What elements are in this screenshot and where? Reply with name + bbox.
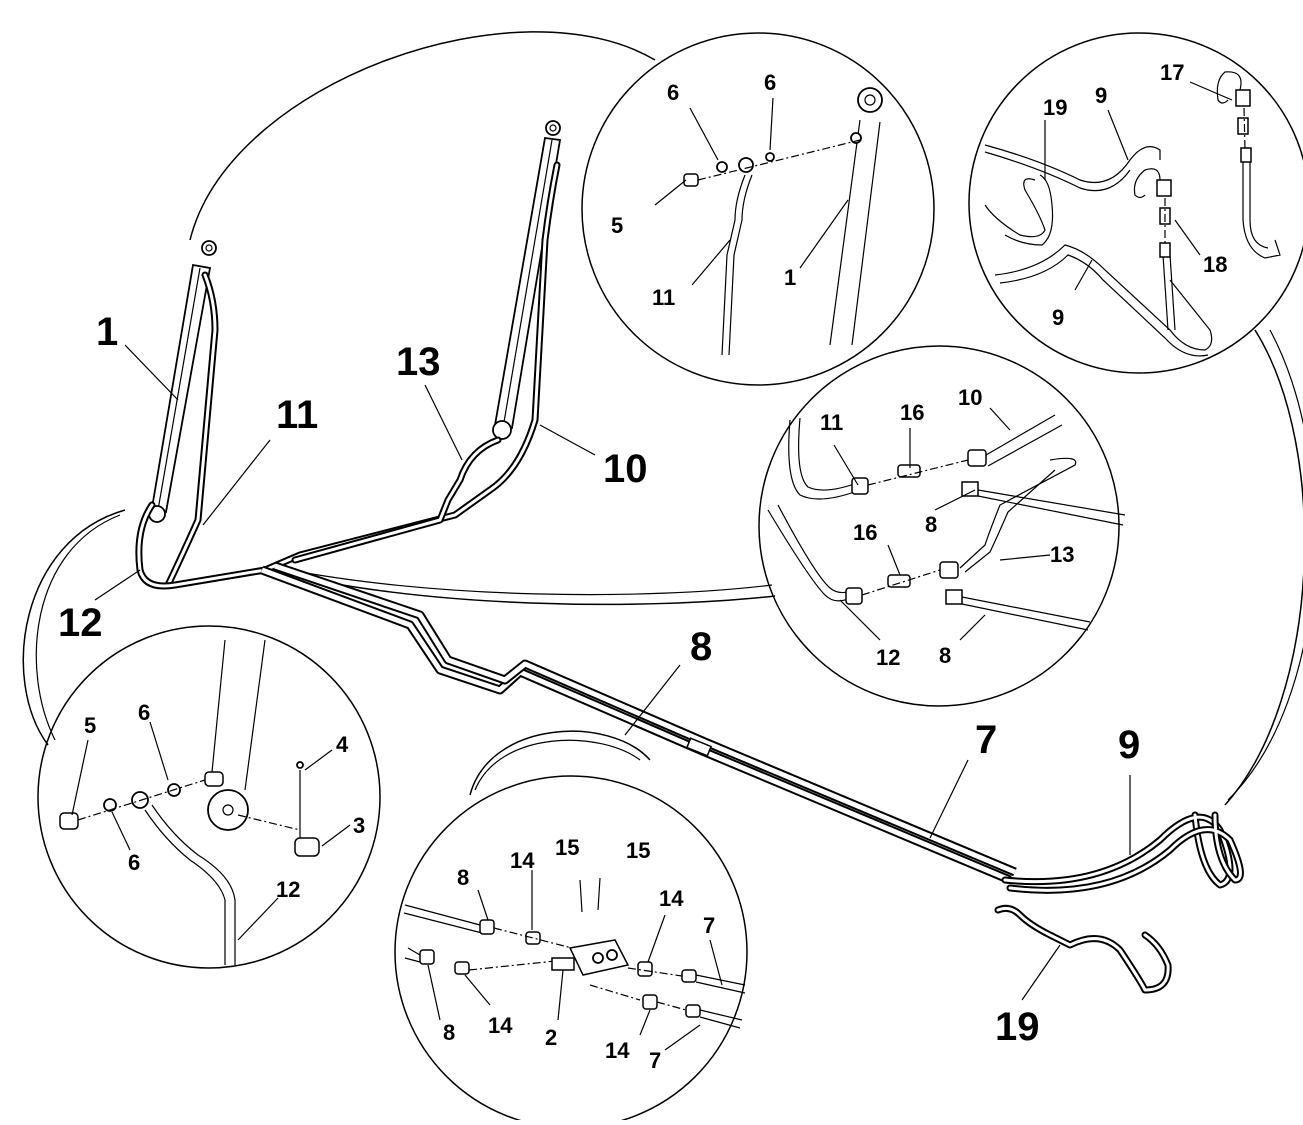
label-7: 7 <box>975 718 997 762</box>
detail-label-6b: 6 <box>764 70 776 95</box>
detail-label-6c: 6 <box>138 700 150 725</box>
detail-label-7b: 7 <box>649 1048 661 1073</box>
detail-label-1: 1 <box>784 265 796 290</box>
label-11: 11 <box>276 393 318 437</box>
detail-label-15b: 15 <box>626 838 650 863</box>
detail-label-16b: 16 <box>853 520 877 545</box>
detail-label-8c: 8 <box>457 865 469 890</box>
detail-label-13: 13 <box>1050 542 1074 567</box>
detail-mid-right-parts <box>767 407 1126 641</box>
label-19: 19 <box>995 1005 1040 1049</box>
detail-label-14a: 14 <box>510 848 535 873</box>
detail-label-12b: 12 <box>276 877 300 902</box>
label-12: 12 <box>58 601 103 645</box>
detail-label-14b: 14 <box>659 886 684 911</box>
detail-bottom-center-parts <box>403 870 746 1051</box>
label-1: 1 <box>96 310 118 354</box>
label-9: 9 <box>1118 723 1140 767</box>
detail-top-left-parts <box>654 87 883 356</box>
detail-circle-bottom-left <box>37 625 381 969</box>
callout-arc-right-inner <box>1227 329 1303 801</box>
detail-label-9b: 9 <box>1052 305 1064 330</box>
label-8: 8 <box>690 625 712 669</box>
main-assembly <box>135 120 1244 994</box>
detail-label-8b: 8 <box>939 643 951 668</box>
detail-circle-top-right <box>968 32 1303 374</box>
detail-label-8a: 8 <box>925 512 937 537</box>
detail-label-4: 4 <box>336 732 349 757</box>
detail-label-6d: 6 <box>128 850 140 875</box>
detail-label-16a: 16 <box>900 400 924 425</box>
detail-label-8d: 8 <box>443 1020 455 1045</box>
detail-label-12: 12 <box>876 645 900 670</box>
detail-label-11b: 11 <box>820 410 843 435</box>
label-10: 10 <box>603 447 648 491</box>
detail-top-right-parts <box>984 71 1281 357</box>
hook-19 <box>994 904 1172 994</box>
detail-circle-top-left <box>581 32 935 386</box>
detail-label-17: 17 <box>1160 60 1184 85</box>
detail-label-14d: 14 <box>605 1038 630 1063</box>
callout-arc-bottom <box>469 730 651 796</box>
detail-label-3: 3 <box>353 813 365 838</box>
left-cylinder <box>150 263 212 514</box>
detail-label-15a: 15 <box>555 835 579 860</box>
detail-bottom-left-parts <box>59 639 351 965</box>
label-13: 13 <box>396 340 441 384</box>
callout-arc-top <box>189 31 656 241</box>
detail-label-14c: 14 <box>488 1013 513 1038</box>
detail-label-11: 11 <box>652 285 675 310</box>
callout-arc-right <box>1224 329 1303 806</box>
detail-label-18: 18 <box>1203 252 1227 277</box>
detail-label-5: 5 <box>611 213 623 238</box>
detail-circle-bottom-center <box>394 775 748 1125</box>
callout-arc-left-inner <box>35 514 121 741</box>
detail-label-5b: 5 <box>84 713 96 738</box>
detail-circle-mid-right <box>758 345 1120 707</box>
detail-label-2: 2 <box>545 1025 557 1050</box>
detail-label-9a: 9 <box>1095 83 1107 108</box>
detail-label-7a: 7 <box>703 913 715 938</box>
callout-arc-bottom-inner <box>474 739 641 791</box>
callout-arc-middle-inner <box>269 565 773 596</box>
detail-label-6a: 6 <box>667 80 679 105</box>
detail-label-19: 19 <box>1043 95 1067 120</box>
callout-arc-left <box>22 509 126 746</box>
detail-label-10: 10 <box>958 385 982 410</box>
